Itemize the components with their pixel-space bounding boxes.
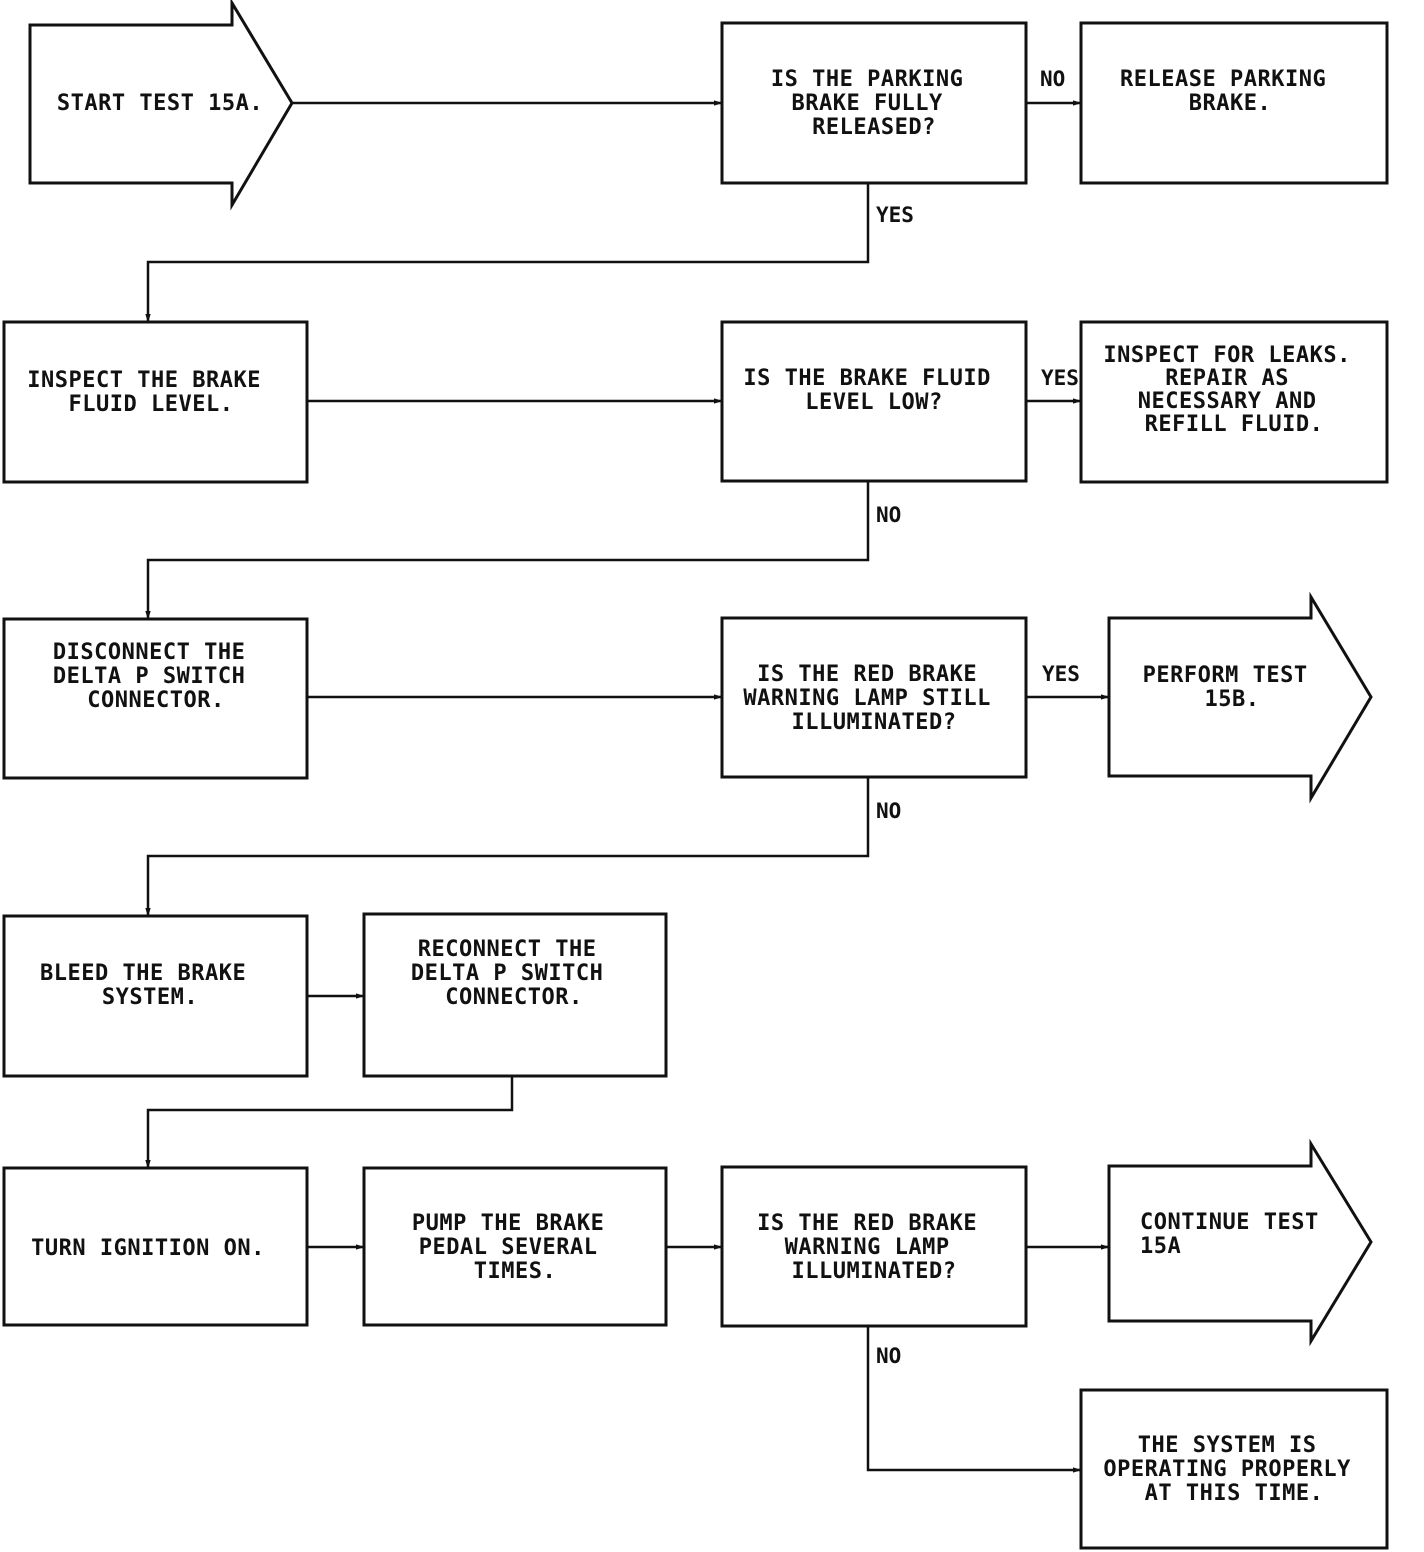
- lamp-question-line-3: ILLUMINATED?: [792, 1259, 957, 1284]
- system-operating-line-3: AT THIS TIME.: [1145, 1481, 1324, 1506]
- fluid-low-question-text: IS THE BRAKE FLUID LEVEL LOW?: [743, 366, 1004, 415]
- ignition-on-text: TURN IGNITION ON.: [31, 1236, 265, 1261]
- continue-test-15a-arrow: [1107, 1138, 1373, 1347]
- parking-brake-question-line-3: RELEASED?: [812, 115, 936, 140]
- lamp-question-line-1: IS THE RED BRAKE: [757, 1211, 977, 1236]
- lamp-still-question-line-1: IS THE RED BRAKE: [757, 662, 977, 687]
- disconnect-switch-box: [2, 617, 309, 780]
- release-parking-brake-line-2: BRAKE.: [1189, 91, 1271, 116]
- inspect-leaks-line-2: REPAIR AS: [1165, 366, 1289, 391]
- system-operating-text: THE SYSTEM IS OPERATING PROPERLY AT THIS…: [1103, 1433, 1364, 1506]
- inspect-leaks-line-4: REFILL FLUID.: [1145, 412, 1324, 437]
- ignition-on-box: [2, 1166, 309, 1327]
- inspect-fluid-line-1: INSPECT THE BRAKE: [27, 368, 261, 393]
- pump-pedal-box: [362, 1166, 668, 1327]
- ignition-on-line: TURN IGNITION ON.: [31, 1236, 265, 1261]
- bleed-brake-line-1: BLEED THE BRAKE: [40, 961, 246, 986]
- lamp-still-question-text: IS THE RED BRAKE WARNING LAMP STILL ILLU…: [743, 662, 1004, 735]
- connector-reconnect-to-ignition: [145, 1076, 514, 1169]
- pump-pedal-line-3: TIMES.: [474, 1259, 556, 1284]
- start-test-line: START TEST 15A.: [57, 91, 263, 116]
- parking-yes-label: YES: [876, 203, 914, 227]
- reconnect-switch-text: RECONNECT THE DELTA P SWITCH CONNECTOR.: [411, 937, 617, 1010]
- fluid-low-question-line-1: IS THE BRAKE FLUID: [743, 366, 990, 391]
- pump-pedal-text: PUMP THE BRAKE PEDAL SEVERAL TIMES.: [412, 1211, 618, 1284]
- parking-brake-question-text: IS THE PARKING BRAKE FULLY RELEASED?: [771, 67, 977, 140]
- system-operating-line-1: THE SYSTEM IS: [1138, 1433, 1317, 1458]
- lamp-question-text: IS THE RED BRAKE WARNING LAMP ILLUMINATE…: [757, 1211, 991, 1284]
- pump-pedal-line-2: PEDAL SEVERAL: [419, 1235, 598, 1260]
- pump-pedal-line-1: PUMP THE BRAKE: [412, 1211, 604, 1236]
- connectors: [145, 100, 1110, 1473]
- bleed-brake-text: BLEED THE BRAKE SYSTEM.: [40, 961, 260, 1010]
- bleed-brake-box: [2, 914, 309, 1078]
- release-parking-brake-text: RELEASE PARKING BRAKE.: [1120, 67, 1340, 116]
- system-operating-box: [1079, 1388, 1389, 1550]
- lamp-still-question-box: [720, 616, 1028, 779]
- lamp-still-no-label: NO: [876, 799, 901, 823]
- connector-fluid-no: [145, 481, 870, 620]
- start-test-text: START TEST 15A.: [57, 91, 263, 116]
- inspect-leaks-box: [1079, 320, 1389, 484]
- reconnect-switch-box: [362, 912, 668, 1078]
- lamp-still-yes-label: YES: [1042, 662, 1080, 686]
- fluid-yes-label: YES: [1041, 366, 1079, 390]
- perform-test-15b-line-2: 15B.: [1205, 687, 1260, 712]
- continue-test-15a-line-2: 15A: [1140, 1234, 1181, 1259]
- reconnect-switch-line-3: CONNECTOR.: [445, 985, 582, 1010]
- inspect-leaks-line-3: NECESSARY AND: [1138, 389, 1317, 414]
- branch-labels: NO YES YES NO YES NO NO: [876, 67, 1080, 1368]
- lamp-no-label: NO: [876, 1344, 901, 1368]
- disconnect-switch-line-2: DELTA P SWITCH: [53, 664, 245, 689]
- continue-test-15a-line-1: CONTINUE TEST: [1140, 1210, 1319, 1235]
- node-texts: START TEST 15A. IS THE PARKING BRAKE FUL…: [27, 67, 1364, 1506]
- parking-brake-question-line-2: BRAKE FULLY: [792, 91, 943, 116]
- fluid-low-question-box: [720, 320, 1028, 483]
- inspect-leaks-line-1: INSPECT FOR LEAKS.: [1103, 343, 1350, 368]
- parking-no-label: NO: [1040, 67, 1065, 91]
- perform-test-15b-text: PERFORM TEST 15B.: [1143, 663, 1322, 712]
- lamp-question-box: [720, 1165, 1028, 1328]
- inspect-fluid-box: [2, 320, 309, 484]
- disconnect-switch-line-1: DISCONNECT THE: [53, 640, 245, 665]
- connector-lamp-no: [866, 1326, 1082, 1473]
- continue-test-15a-text: CONTINUE TEST 15A: [1140, 1210, 1332, 1259]
- reconnect-switch-line-2: DELTA P SWITCH: [411, 961, 603, 986]
- fluid-no-label: NO: [876, 503, 901, 527]
- disconnect-switch-text: DISCONNECT THE DELTA P SWITCH CONNECTOR.: [53, 640, 259, 713]
- perform-test-15b-line-1: PERFORM TEST: [1143, 663, 1308, 688]
- disconnect-switch-line-3: CONNECTOR.: [87, 688, 224, 713]
- shapes: [2, 0, 1389, 1550]
- reconnect-switch-line-1: RECONNECT THE: [418, 937, 597, 962]
- release-parking-brake-line-1: RELEASE PARKING: [1120, 67, 1326, 92]
- parking-brake-question-box: [720, 21, 1028, 185]
- lamp-question-line-2: WARNING LAMP: [785, 1235, 950, 1260]
- system-operating-line-2: OPERATING PROPERLY: [1103, 1457, 1351, 1482]
- connector-lamp-still-no: [145, 777, 870, 917]
- connector-parking-yes: [145, 183, 870, 323]
- parking-brake-question-line-1: IS THE PARKING: [771, 67, 963, 92]
- inspect-fluid-text: INSPECT THE BRAKE FLUID LEVEL.: [27, 368, 274, 417]
- perform-test-15b-arrow: [1107, 591, 1373, 804]
- lamp-still-question-line-2: WARNING LAMP STILL: [743, 686, 990, 711]
- bleed-brake-line-2: SYSTEM.: [102, 985, 198, 1010]
- fluid-low-question-line-2: LEVEL LOW?: [805, 390, 942, 415]
- start-test-arrow: [28, 0, 294, 211]
- inspect-leaks-text: INSPECT FOR LEAKS. REPAIR AS NECESSARY A…: [1103, 343, 1364, 437]
- inspect-fluid-line-2: FLUID LEVEL.: [69, 392, 234, 417]
- lamp-still-question-line-3: ILLUMINATED?: [792, 710, 957, 735]
- release-parking-brake-box: [1079, 21, 1389, 185]
